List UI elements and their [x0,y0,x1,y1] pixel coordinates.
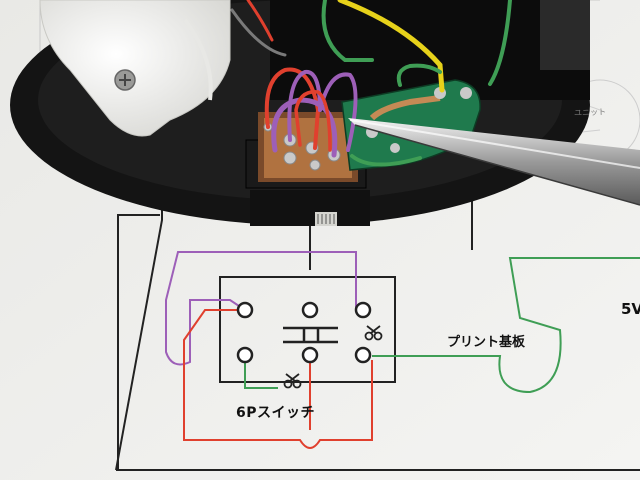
switch-terminals [236,301,372,364]
voltage-label: 5V [621,300,640,318]
tweezers [348,118,640,206]
scissors-icon [364,325,383,341]
gear-motor [39,0,231,137]
scissors-icon [283,373,302,389]
switch-6p-label: 6Pスイッチ [236,405,316,421]
unit-label: ユニット [573,107,607,118]
print-board-label: プリント基板 [447,335,526,350]
